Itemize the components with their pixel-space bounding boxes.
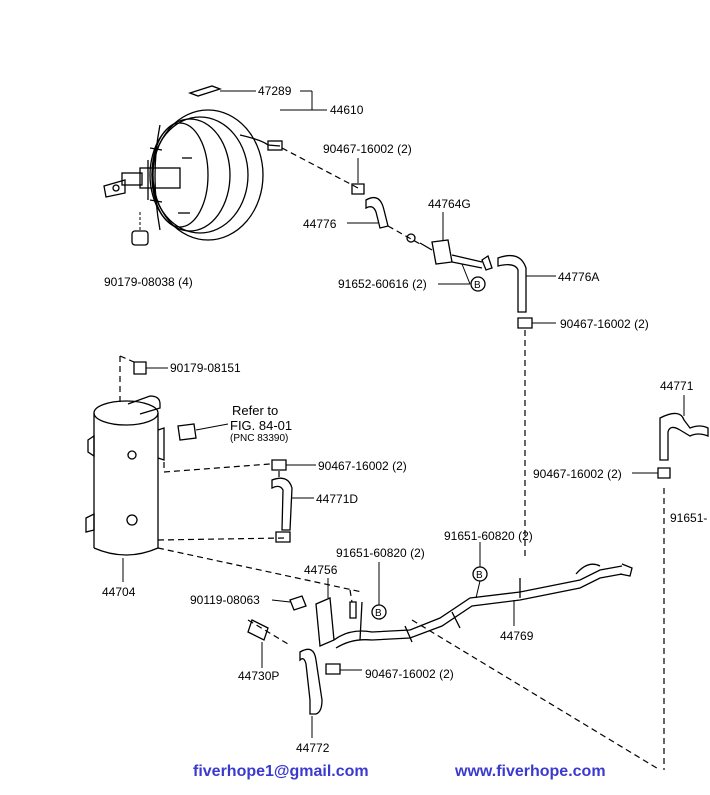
footer-email[interactable]: fiverhope1@gmail.com	[193, 763, 369, 780]
part-44610: 44610	[330, 103, 364, 117]
brake-booster-drawing	[103, 109, 283, 246]
part-91651-partial: 91651-	[670, 511, 707, 525]
marker-b-1: B	[474, 280, 481, 291]
gasket-shape	[188, 85, 222, 97]
marker-b-2: B	[375, 608, 382, 619]
part-90179-08038: 90179-08038 (4)	[104, 275, 193, 289]
marker-b-3: B	[476, 570, 483, 581]
part-91652-60616: 91652-60616 (2)	[338, 277, 427, 291]
part-44730P: 44730P	[238, 669, 279, 683]
part-44764G: 44764G	[428, 197, 471, 211]
part-44776: 44776	[303, 217, 337, 231]
part-44756: 44756	[304, 563, 338, 577]
part-90467-16002-b: 90467-16002 (2)	[560, 317, 649, 331]
part-44771D: 44771D	[316, 492, 358, 506]
part-44776A: 44776A	[558, 270, 599, 284]
part-44704: 44704	[102, 585, 136, 599]
part-47289: 47289	[258, 84, 292, 98]
refer-line-1: Refer to	[232, 403, 278, 418]
part-90179-08151: 90179-08151	[170, 361, 241, 375]
part-90467-16002-c: 90467-16002 (2)	[318, 459, 407, 473]
part-91651-60820-b: 91651-60820 (2)	[444, 529, 533, 543]
footer-website[interactable]: www.fiverhope.com	[455, 763, 606, 780]
part-90467-16002-e: 90467-16002 (2)	[365, 667, 454, 681]
refer-line-2: FIG. 84-01	[230, 418, 292, 433]
part-44772: 44772	[296, 741, 330, 755]
clip-shape	[351, 183, 365, 195]
part-44769: 44769	[500, 629, 534, 643]
refer-line-3: (PNC 83390)	[230, 433, 288, 444]
part-90119-08063: 90119-08063	[190, 593, 260, 607]
part-90467-16002-d: 90467-16002 (2)	[533, 467, 622, 481]
part-44771: 44771	[660, 379, 694, 393]
part-91651-60820-a: 91651-60820 (2)	[336, 546, 425, 560]
vacuum-pipe-drawing	[333, 563, 633, 649]
part-90467-16002-a: 90467-16002 (2)	[323, 142, 412, 156]
vacuum-tank-drawing	[85, 395, 165, 556]
